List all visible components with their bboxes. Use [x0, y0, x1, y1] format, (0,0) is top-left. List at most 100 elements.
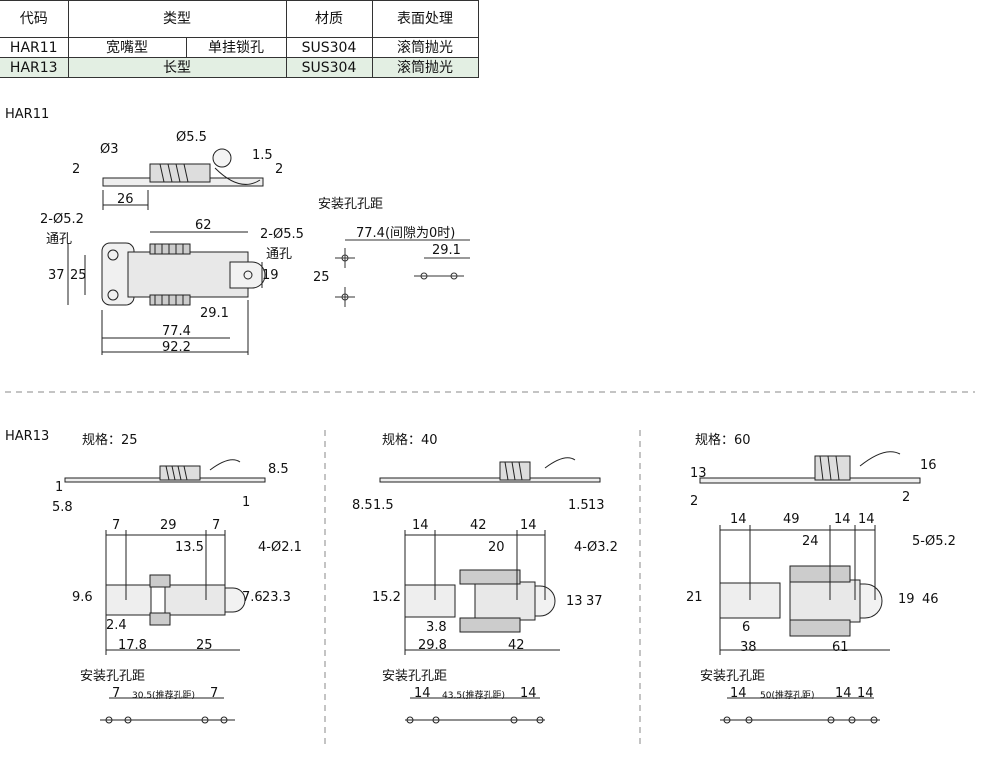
dim-label: 通孔 [266, 247, 293, 262]
dim-label: 43.5(推荐孔距) [442, 691, 506, 701]
cell-material: SUS304 [285, 57, 373, 78]
har13-40-top [404, 530, 560, 655]
cell-material: SUS304 [285, 37, 373, 58]
dim-label: 9.6 [72, 590, 93, 605]
dim-label: Ø3 [100, 142, 119, 157]
mount-title: 安装孔孔距 [80, 669, 146, 684]
dim-label: 25 [313, 270, 330, 285]
dim-label: 30.5(推荐孔距) [132, 691, 196, 701]
dim-label: 29.1 [200, 306, 229, 321]
dim-label: 42 [508, 638, 525, 653]
dim-label: 14 [730, 686, 747, 701]
dim-label: 25 [70, 268, 87, 283]
har13-60-mount [720, 697, 880, 724]
dim-label: 62 [195, 218, 212, 233]
dim-label: 37 [48, 268, 65, 283]
dim-label: 29.1 [432, 243, 461, 258]
dim-label: 1 [242, 495, 251, 510]
har11-side-view [102, 148, 264, 210]
dim-label: 14 [520, 518, 537, 533]
dim-label: 2.4 [106, 618, 127, 633]
spec-label: 规格：60 [695, 433, 751, 448]
dim-label: 7 [212, 518, 221, 533]
dim-label: 38 [740, 640, 757, 655]
dim-label: 7 [210, 686, 219, 701]
dim-label: 77.4 [162, 324, 191, 339]
dim-label: 1.5 [373, 498, 394, 513]
dim-label: 50(推荐孔距) [760, 691, 815, 701]
har13-25-side [64, 459, 266, 483]
dim-label: 20 [488, 540, 505, 555]
dim-label: 14 [414, 686, 431, 701]
dim-label: 13 [566, 594, 583, 609]
har13-40-mount [405, 697, 545, 724]
dim-label: 15.2 [372, 590, 401, 605]
cell-code: HAR13 [0, 57, 69, 78]
dim-label: 1.5 [568, 498, 589, 513]
dim-label: 5-Ø5.2 [912, 534, 956, 549]
dim-label: 1.5 [252, 148, 273, 163]
header-code: 代码 [0, 0, 69, 38]
dim-label: 2 [902, 490, 911, 505]
dim-label: 3.8 [426, 620, 447, 635]
dim-label: 4-Ø2.1 [258, 540, 302, 555]
dim-label: 8.5 [352, 498, 373, 513]
dim-label: 25 [196, 638, 213, 653]
har11-mount-title: 安装孔孔距 [318, 197, 384, 212]
spec-label: 规格：40 [382, 433, 438, 448]
dim-label: 2 [72, 162, 81, 177]
har13-25-mount [100, 697, 235, 724]
header-material: 材质 [285, 0, 373, 38]
har11-mount-holes [335, 239, 470, 307]
dim-label: 29.8 [418, 638, 447, 653]
cell-finish: 滚筒抛光 [371, 57, 479, 78]
dim-label: 17.8 [118, 638, 147, 653]
har13-40-side [379, 457, 601, 483]
dim-label: 19 [262, 268, 279, 283]
dim-label: 29 [160, 518, 177, 533]
cell-finish: 滚筒抛光 [371, 37, 479, 58]
har13-25-top [105, 530, 246, 655]
dim-label: 14 [858, 512, 875, 527]
dim-label: 13 [588, 498, 605, 513]
dim-label: 49 [783, 512, 800, 527]
dim-label: 14 [857, 686, 874, 701]
dim-label: 通孔 [46, 232, 73, 247]
dim-label: 7 [112, 518, 121, 533]
dim-label: 46 [922, 592, 939, 607]
dim-label: 37 [586, 594, 603, 609]
dim-label: 7.6 [242, 590, 263, 605]
dim-label: 4-Ø3.2 [574, 540, 618, 555]
spec-table: 代码 类型 材质 表面处理 HAR11 宽嘴型 单挂锁孔 SUS304 滚筒抛光… [0, 0, 479, 78]
dim-label: 92.2 [162, 340, 191, 355]
har13-60-side [699, 451, 921, 484]
cell-type: 长型 [67, 57, 287, 78]
dim-label: 8.5 [268, 462, 289, 477]
dim-label: 7 [112, 686, 121, 701]
dim-label: 77.4(间隙为0时) [356, 226, 456, 241]
dim-label: 13 [690, 466, 707, 481]
har13-60-top [719, 525, 890, 655]
dim-label: 14 [730, 512, 747, 527]
dim-label: 14 [835, 686, 852, 701]
dim-label: 19 [898, 592, 915, 607]
dim-label: 1 [55, 480, 64, 495]
dim-label: 5.8 [52, 500, 73, 515]
dim-label: 2 [275, 162, 284, 177]
spec-label: 规格：25 [82, 433, 138, 448]
dim-label: 42 [470, 518, 487, 533]
dim-label: 21 [686, 590, 703, 605]
har11-title: HAR11 [5, 107, 50, 122]
har13-title: HAR13 [5, 429, 50, 444]
dim-label: 13.5 [175, 540, 204, 555]
dim-label: 14 [520, 686, 537, 701]
dim-label: 2 [690, 494, 699, 509]
cell-type-b: 单挂锁孔 [185, 37, 287, 58]
dim-label: 14 [834, 512, 851, 527]
mount-title: 安装孔孔距 [382, 669, 448, 684]
dim-label: Ø5.5 [176, 130, 207, 145]
dim-label: 16 [920, 458, 937, 473]
dim-label: 24 [802, 534, 819, 549]
dim-label: 26 [117, 192, 134, 207]
